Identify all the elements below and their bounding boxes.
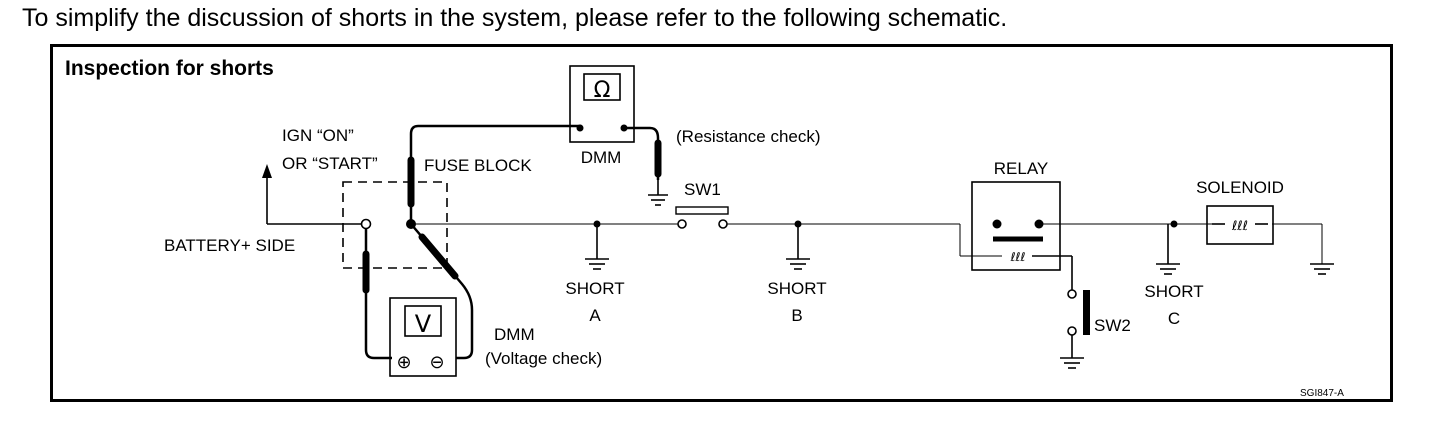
sw2-label: SW2 (1094, 316, 1131, 335)
dmm-top-label: DMM (581, 148, 622, 167)
dmm-voltage-meter: V ⊕ ⊖ (389, 297, 457, 377)
solenoid-label: SOLENOID (1196, 178, 1284, 197)
solenoid-coil-icon: ℓℓℓ (1231, 219, 1248, 234)
diagram-frame (50, 44, 1393, 402)
dmm-bottom-label: DMM (494, 325, 535, 344)
ign-start-label: OR “START” (282, 154, 378, 173)
fuse-block-label: FUSE BLOCK (424, 156, 532, 175)
main-wire (411, 223, 1323, 264)
short-b-letter: B (791, 306, 802, 325)
intro-text: To simplify the discussion of shorts in … (22, 4, 1008, 32)
relay-label: RELAY (994, 159, 1049, 178)
short-a-label: SHORT (565, 279, 624, 298)
reference-code: SGI847-A (1300, 388, 1344, 399)
battery-terminal (360, 218, 372, 230)
short-c-label: SHORT (1144, 282, 1203, 301)
relay-coil-icon: ℓℓℓ (1010, 250, 1026, 264)
diagram-title: Inspection for shorts (65, 57, 274, 80)
ohm-icon: Ω (594, 78, 611, 103)
dmm-resistance-meter: Ω (569, 65, 635, 143)
plus-terminal-icon: ⊕ (396, 352, 411, 373)
volt-icon: V (415, 310, 432, 338)
short-b-label: SHORT (767, 279, 826, 298)
short-a-ground (585, 220, 609, 270)
short-c-letter: C (1168, 309, 1180, 328)
sw1-switch (675, 206, 729, 229)
resistance-check-label: (Resistance check) (676, 127, 821, 146)
relay: ℓℓℓ (971, 181, 1073, 290)
voltage-check-label: (Voltage check) (485, 349, 602, 368)
fuse-block-outline (342, 181, 448, 269)
solenoid: ℓℓℓ (1206, 205, 1274, 245)
battery-side-label: BATTERY+ SIDE (164, 236, 295, 255)
dmm-voltage-leads (362, 223, 474, 360)
sw1-label: SW1 (684, 180, 721, 199)
battery-arrow (262, 164, 362, 225)
dmm-resistance-leads (407, 124, 668, 224)
short-a-letter: A (589, 306, 601, 325)
short-c-ground (1156, 220, 1180, 275)
minus-terminal-icon: ⊖ (429, 352, 444, 373)
solenoid-ground (1310, 263, 1334, 275)
sw2-switch (1060, 289, 1090, 369)
ign-on-label: IGN “ON” (282, 126, 354, 145)
short-b-ground (786, 220, 810, 270)
